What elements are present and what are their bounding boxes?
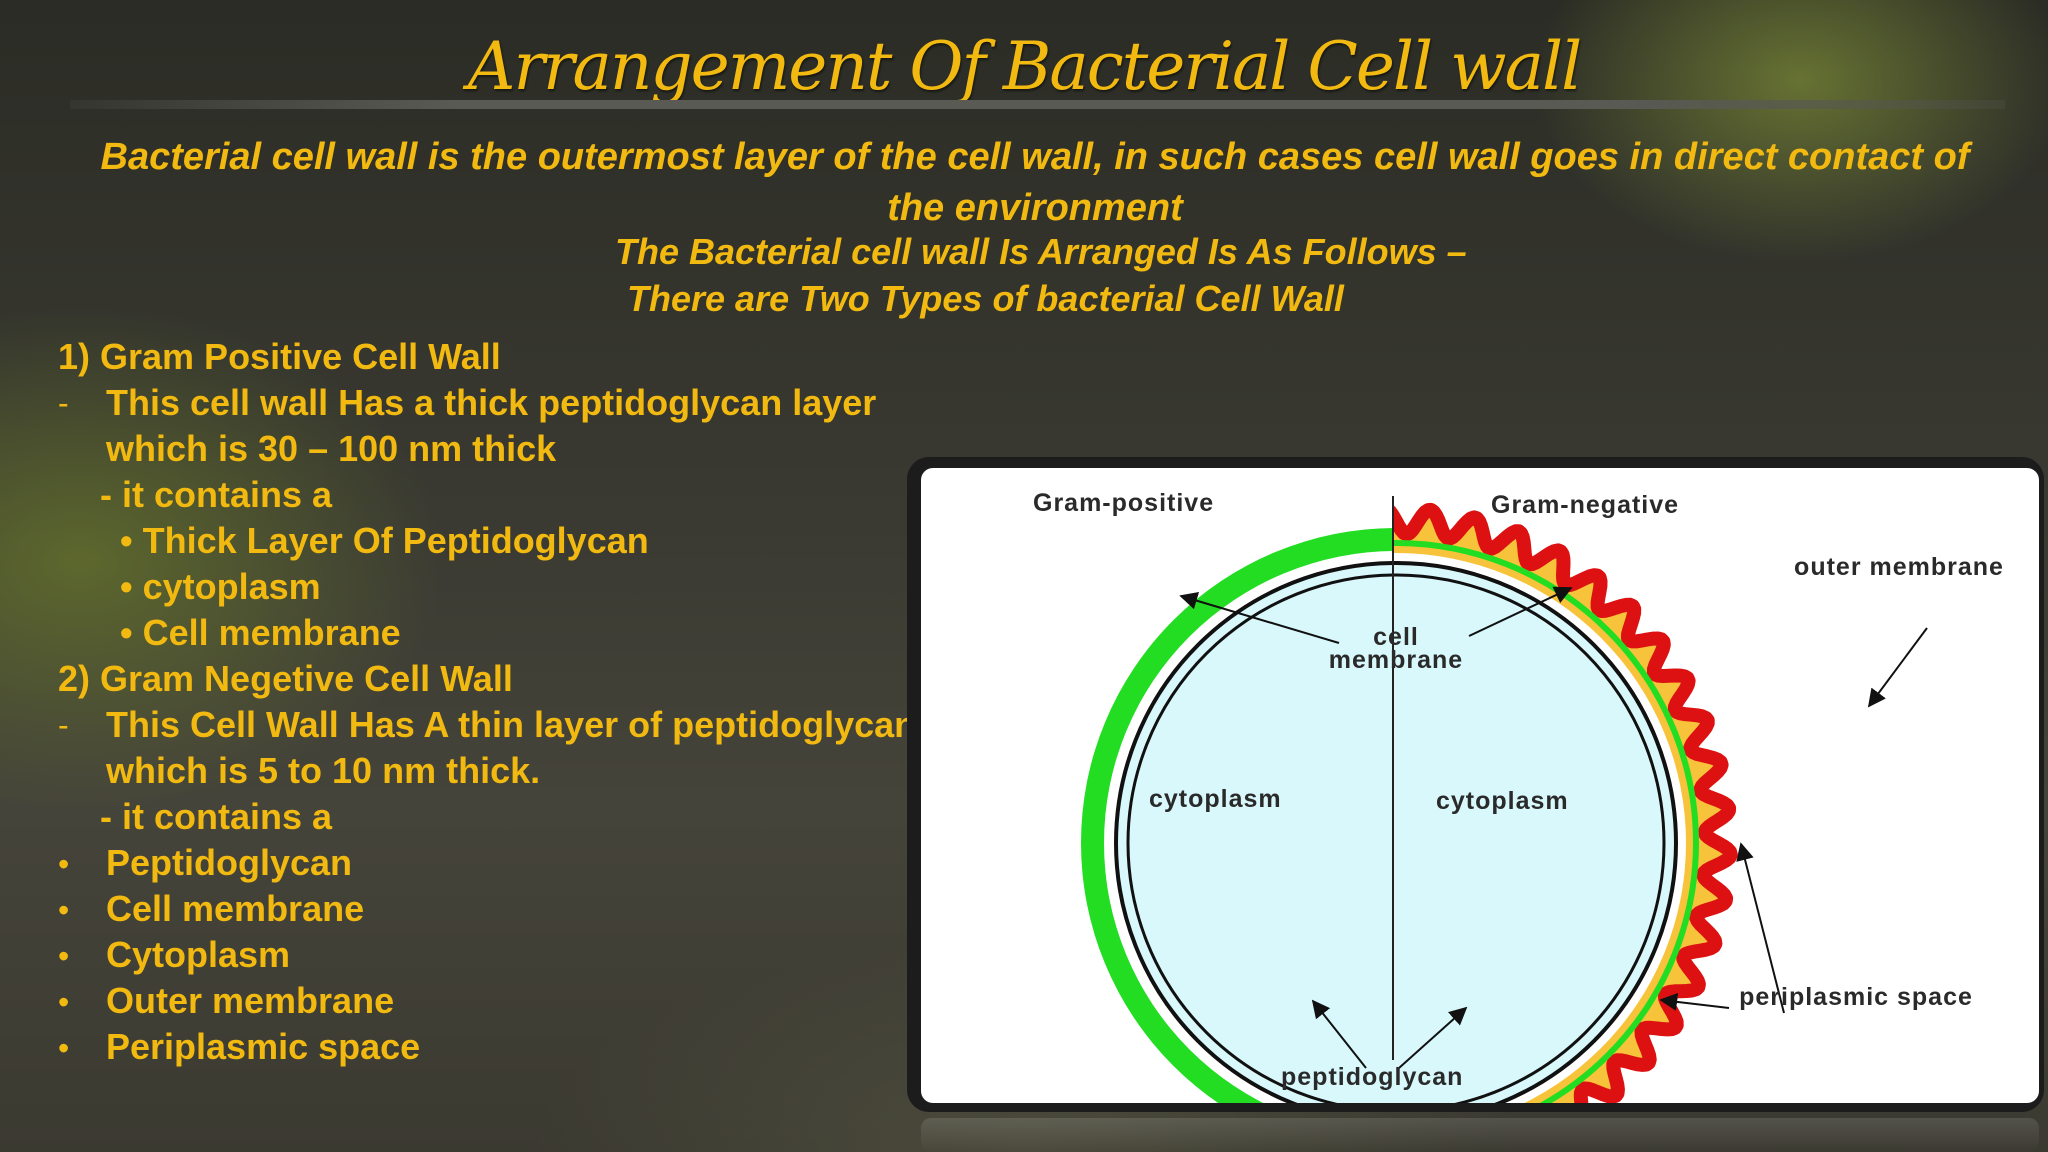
gram-negative-item: Periplasmic space bbox=[106, 1026, 421, 1067]
gram-negative-item: Peptidoglycan bbox=[106, 842, 353, 883]
gram-negative-label: Gram-negative bbox=[1491, 491, 1680, 519]
arrow-cell-membrane-left bbox=[1179, 591, 1340, 644]
gram-positive-item: • Cell membrane bbox=[120, 612, 401, 653]
gram-negative-item: Cell membrane bbox=[106, 888, 365, 929]
figure-reflection bbox=[921, 1118, 2039, 1152]
gram-positive-item: • cytoplasm bbox=[120, 566, 321, 607]
gram-positive-heading: 1) Gram Positive Cell Wall bbox=[58, 336, 501, 377]
cytoplasm-right-label: cytoplasm bbox=[1436, 787, 1569, 815]
cell-membrane-label: cell membrane bbox=[1328, 623, 1464, 674]
arrow-periplasm-upper bbox=[1736, 842, 1785, 1014]
cytoplasm-right bbox=[1393, 561, 1678, 1103]
gram-negative-contains: - it contains a bbox=[100, 796, 333, 837]
gram-positive-label: Gram-positive bbox=[1033, 489, 1215, 517]
arrow-periplasm-lower bbox=[1659, 992, 1730, 1011]
gram-positive-contains: - it contains a bbox=[100, 474, 333, 515]
title-divider bbox=[70, 100, 2005, 109]
bullet-marker: • bbox=[58, 892, 70, 928]
gram-negative-item: Outer membrane bbox=[106, 980, 395, 1021]
outer-membrane-label: outer membrane bbox=[1794, 553, 2004, 581]
gram-negative-heading: 2) Gram Negetive Cell Wall bbox=[58, 658, 513, 699]
periplasmic-space-label: periplasmic space bbox=[1739, 983, 1973, 1011]
types-line: There are Two Types of bacterial Cell Wa… bbox=[627, 278, 1344, 319]
arrangement-line: The Bacterial cell wall Is Arranged Is A… bbox=[615, 231, 1467, 272]
dash-marker: - bbox=[58, 707, 69, 743]
gram-positive-desc-line-1: This cell wall Has a thick peptidoglycan… bbox=[106, 382, 877, 423]
arrow-cell-membrane-right bbox=[1468, 586, 1573, 637]
bullet-marker: • bbox=[58, 938, 70, 974]
gram-negative-half bbox=[1393, 502, 1738, 1103]
gram-negative-desc-line-2: which is 5 to 10 nm thick. bbox=[106, 750, 541, 791]
arrow-peptidoglycan-right bbox=[1398, 1006, 1468, 1069]
bullet-marker: • bbox=[58, 984, 70, 1020]
cytoplasm-left-label: cytoplasm bbox=[1149, 785, 1282, 813]
gram-positive-desc-line-2: which is 30 – 100 nm thick bbox=[106, 428, 557, 469]
cell-wall-diagram: Gram-positive Gram-negative outer membra… bbox=[921, 468, 2039, 1103]
gram-negative-item: Cytoplasm bbox=[106, 934, 291, 975]
arrow-spacer bbox=[1741, 848, 1791, 860]
peptidoglycan-layer-right bbox=[1393, 540, 1699, 1103]
cytoplasm-left bbox=[1114, 561, 1393, 1103]
dash-marker: - bbox=[58, 385, 69, 421]
bullet-marker: • bbox=[58, 1030, 70, 1066]
peptidoglycan-label: peptidoglycan bbox=[1281, 1063, 1464, 1091]
slide-title: Arrangement Of Bacterial Cell wall bbox=[467, 28, 1582, 105]
gram-negative-desc-line-1: This Cell Wall Has A thin layer of pepti… bbox=[106, 704, 917, 745]
arrow-peptidoglycan-left bbox=[1311, 999, 1367, 1069]
bullet-marker: • bbox=[58, 846, 70, 882]
gram-positive-item: • Thick Layer Of Peptidoglycan bbox=[120, 520, 649, 561]
cell-wall-diagram-drawing bbox=[1081, 496, 1928, 1103]
intro-paragraph: Bacterial cell wall is the outermost lay… bbox=[100, 136, 1970, 229]
arrow-outer-membrane bbox=[1867, 627, 1928, 708]
gram-positive-half bbox=[1081, 528, 1393, 1103]
